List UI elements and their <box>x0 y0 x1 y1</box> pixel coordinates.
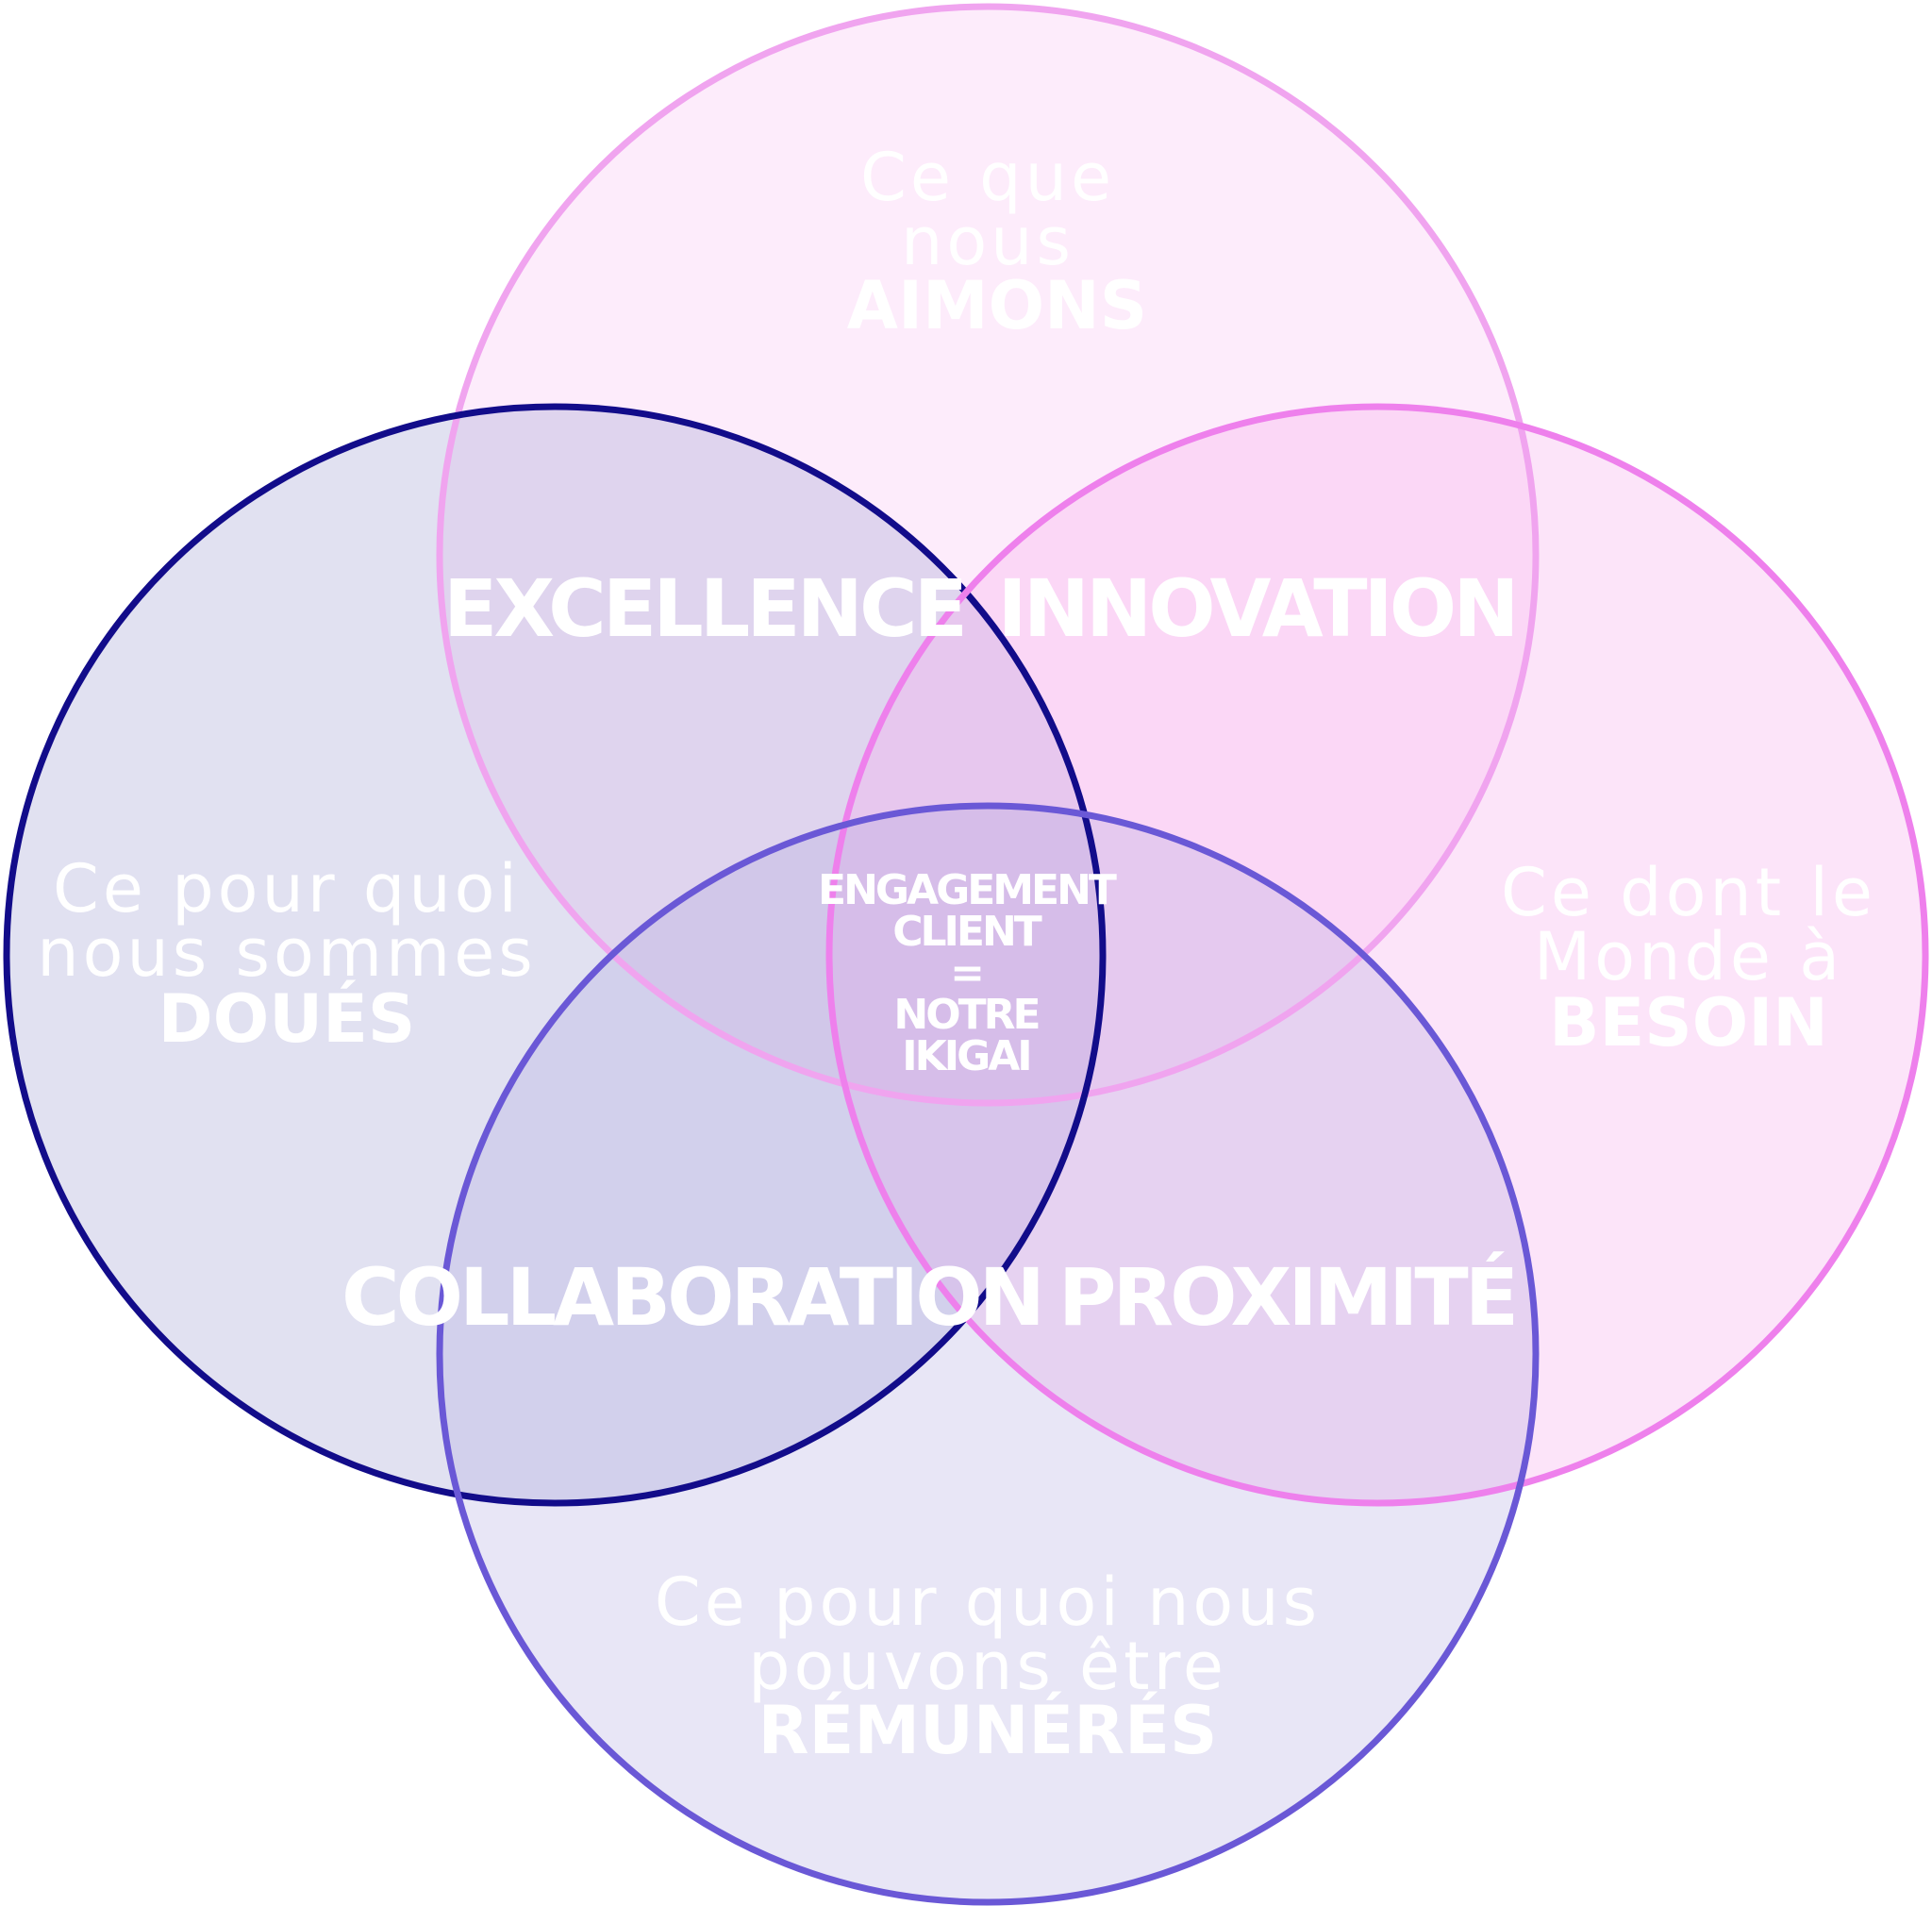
label-right-line1: Ce dont le <box>1501 854 1876 931</box>
label-bottom-emphasis: RÉMUNÉRÉS <box>758 1692 1218 1769</box>
label-right-emphasis: BESOIN <box>1549 984 1828 1062</box>
center-line2: CLIENT <box>892 908 1042 956</box>
center-line1: ENGAGEMENT <box>818 866 1117 914</box>
overlap-innovation: INNOVATION <box>997 562 1515 655</box>
center-equals: = <box>950 949 982 997</box>
label-right-line2: Monde à <box>1534 918 1843 995</box>
label-right: Ce dont le Monde à BESOIN <box>1501 854 1876 1062</box>
label-left-emphasis: DOUÉS <box>158 980 416 1058</box>
circle-left-fill <box>7 407 1103 1503</box>
circle-outlines <box>3 3 1929 1906</box>
center-line5: IKIGAI <box>902 1032 1029 1080</box>
label-top: Ce que nous AIMONS <box>847 139 1147 344</box>
label-left: Ce pour quoi nous sommes DOUÉS <box>37 850 537 1058</box>
circle-top-fill <box>440 7 1536 1103</box>
circle-right-fill <box>829 407 1925 1503</box>
overlap-excellence: EXCELLENCE <box>443 562 964 655</box>
label-bottom-line2: pouvons être <box>748 1628 1227 1705</box>
circle-bottom-fill <box>440 806 1536 1902</box>
label-top-emphasis: AIMONS <box>847 267 1147 344</box>
label-bottom: Ce pour quoi nous pouvons être RÉMUNÉRÉS <box>655 1563 1321 1769</box>
circle-right-outline <box>825 403 1929 1507</box>
label-bottom-line1: Ce pour quoi nous <box>655 1563 1321 1641</box>
label-left-line1: Ce pour quoi <box>53 850 521 928</box>
overlap-proximite: PROXIMITÉ <box>1058 1251 1515 1344</box>
circle-left-outline <box>3 403 1107 1507</box>
label-top-line1: Ce que <box>860 139 1115 216</box>
circle-bottom-outline <box>436 802 1540 1906</box>
overlap-labels: EXCELLENCE INNOVATION COLLABORATION PROX… <box>341 562 1520 1344</box>
label-left-line2: nous sommes <box>37 914 537 992</box>
center-line4: NOTRE <box>893 991 1038 1039</box>
label-top-line2: nous <box>901 203 1074 280</box>
overlap-collaboration: COLLABORATION <box>341 1251 1041 1344</box>
circle-fills <box>7 7 1925 1902</box>
circle-top-outline <box>436 3 1540 1107</box>
center-label: ENGAGEMENT CLIENT = NOTRE IKIGAI <box>818 866 1120 1080</box>
